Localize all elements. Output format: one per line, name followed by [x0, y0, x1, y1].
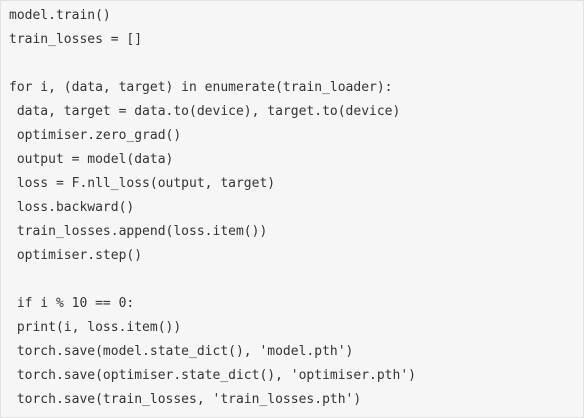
code-line: output = model(data) — [9, 152, 174, 167]
code-line: train_losses = [] — [9, 32, 143, 47]
code-line: torch.save(optimiser.state_dict(), 'opti… — [9, 368, 416, 383]
code-line: torch.save(train_losses, 'train_losses.p… — [9, 392, 362, 407]
code-line — [9, 52, 583, 76]
code-line: model.train() — [9, 8, 111, 23]
code-line: for i, (data, target) in enumerate(train… — [9, 80, 393, 95]
code-line: optimiser.zero_grad() — [9, 128, 182, 143]
code-line: data, target = data.to(device), target.t… — [9, 104, 401, 119]
code-line: if i % 10 == 0: — [9, 296, 135, 311]
code-line: torch.save(model.state_dict(), 'model.pt… — [9, 344, 354, 359]
code-line: loss.backward() — [9, 200, 135, 215]
code-line: train_losses.append(loss.item()) — [9, 224, 268, 239]
code-line: loss = F.nll_loss(output, target) — [9, 176, 276, 191]
code-line: optimiser.step() — [9, 248, 143, 263]
code-line — [9, 268, 583, 292]
code-line: print(i, loss.item()) — [9, 320, 182, 335]
